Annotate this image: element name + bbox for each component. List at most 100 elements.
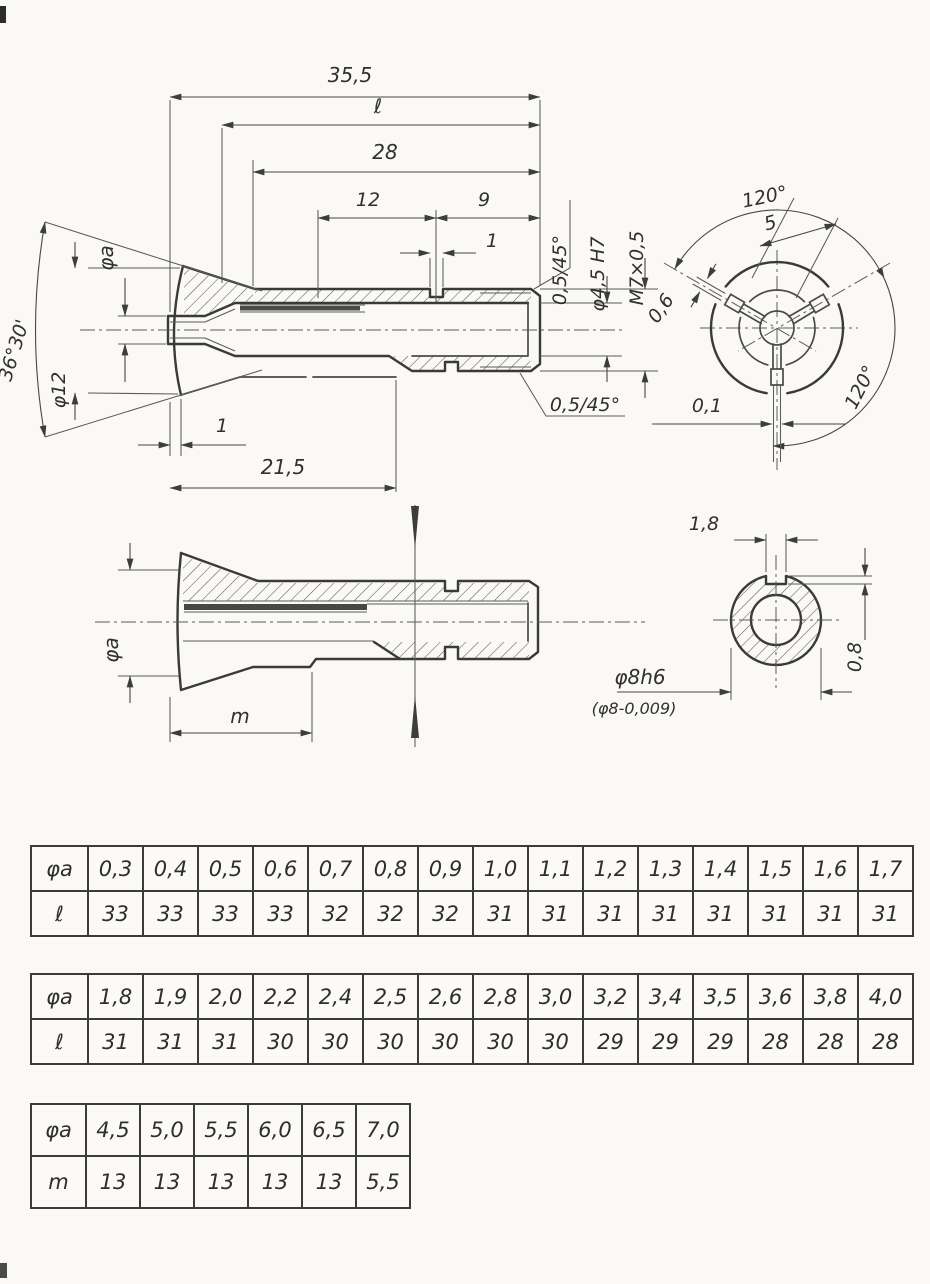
- table-cell: 28: [857, 1018, 914, 1065]
- dim-12: 12: [356, 189, 380, 211]
- table-row-header: φa: [30, 973, 89, 1020]
- label-cone-angle: 36°30': [0, 317, 34, 384]
- table-cell: 30: [472, 1018, 529, 1065]
- dim-slot-215: 21,5: [261, 455, 306, 479]
- table-cell: 3,2: [582, 973, 639, 1020]
- table-cell: 28: [802, 1018, 859, 1065]
- table-cell: 0,3: [87, 845, 144, 892]
- table-cell: 32: [417, 890, 474, 937]
- table-cell: 31: [87, 1018, 144, 1065]
- table-cell: 13: [301, 1155, 357, 1209]
- table-cell: 30: [307, 1018, 364, 1065]
- table-cell: 3,4: [637, 973, 694, 1020]
- dim-key-18: 1,8: [689, 513, 719, 535]
- table-row-header: φa: [30, 1103, 87, 1157]
- table-cell: 31: [197, 1018, 254, 1065]
- table-cell: 33: [197, 890, 254, 937]
- table-cell: 2,2: [252, 973, 309, 1020]
- dim-gap-01: 0,1: [692, 395, 722, 417]
- table-cell: 13: [193, 1155, 249, 1209]
- table-cell: 13: [139, 1155, 195, 1209]
- dim-notch-1: 1: [486, 230, 498, 252]
- table-cell: 31: [802, 890, 859, 937]
- table-row-header: m: [30, 1155, 87, 1209]
- table-cell: 2,6: [417, 973, 474, 1020]
- table-cell: 31: [472, 890, 529, 937]
- table-cell: 3,6: [747, 973, 804, 1020]
- table-cell: 30: [252, 1018, 309, 1065]
- label-phi-12: φ12: [48, 372, 70, 409]
- dim-depth-08: 0,8: [844, 642, 866, 672]
- dim-overall-length: 35,5: [328, 63, 373, 87]
- dim-angle-right: 120°: [840, 362, 880, 413]
- dim-9: 9: [478, 189, 490, 211]
- table-cell: 1,0: [472, 845, 529, 892]
- table-cell: 6,5: [301, 1103, 357, 1157]
- table-cell: 3,5: [692, 973, 749, 1020]
- table-cell: 31: [747, 890, 804, 937]
- label-chamfer-lower: 0,5/45°: [550, 394, 620, 416]
- table-cell: 30: [527, 1018, 584, 1065]
- table-cell: 31: [637, 890, 694, 937]
- collet-drawing: 35,5 ℓ 28 12 9 1 0,5/45° φ4,5 H7 M7×0,5 …: [0, 63, 896, 747]
- table-cell: 1,5: [747, 845, 804, 892]
- table-cell: 4,0: [857, 973, 914, 1020]
- table-cell: 1,4: [692, 845, 749, 892]
- dim-key-5: 5: [762, 211, 779, 235]
- label-thread: M7×0,5: [626, 231, 648, 306]
- table-cell: 3,0: [527, 973, 584, 1020]
- table-cell: 0,4: [142, 845, 199, 892]
- table-cell: 30: [417, 1018, 474, 1065]
- table-cell: 1,8: [87, 973, 144, 1020]
- dim-var-length: ℓ: [373, 94, 382, 118]
- table-cell: 2,8: [472, 973, 529, 1020]
- table-cell: 28: [747, 1018, 804, 1065]
- table-row-header: φa: [30, 845, 89, 892]
- dim-nose-1: 1: [216, 415, 228, 437]
- main-section-view: 35,5 ℓ 28 12 9 1 0,5/45° φ4,5 H7 M7×0,5 …: [0, 63, 658, 492]
- table-cell: 5,5: [193, 1103, 249, 1157]
- table-cell: 29: [582, 1018, 639, 1065]
- label-phi-a: φa: [94, 245, 118, 270]
- table-cell: 31: [527, 890, 584, 937]
- table-cell: 13: [247, 1155, 303, 1209]
- label-phi-a-lower: φa: [99, 637, 123, 662]
- table-cell: 30: [362, 1018, 419, 1065]
- label-bore: φ4,5 H7: [587, 236, 609, 311]
- table-cell: 33: [252, 890, 309, 937]
- table-cell: 1,3: [637, 845, 694, 892]
- table-cell: 31: [857, 890, 914, 937]
- front-face-view: 120° 5 0,6 0,1 120°: [643, 182, 896, 470]
- table-cell: 1,2: [582, 845, 639, 892]
- shank-section-view: 1,8 0,8 φ8h6 (φ8-0,009): [592, 513, 872, 718]
- label-shank-tol: (φ8-0,009): [592, 699, 677, 718]
- table-cell: 31: [692, 890, 749, 937]
- lower-side-view: φa m: [95, 505, 645, 747]
- table-cell: 5,5: [355, 1155, 411, 1209]
- table-cell: 31: [582, 890, 639, 937]
- table-cell: 4,5: [85, 1103, 141, 1157]
- table-cell: 33: [87, 890, 144, 937]
- table-cell: 0,7: [307, 845, 364, 892]
- table-cell: 32: [307, 890, 364, 937]
- table-cell: 1,1: [527, 845, 584, 892]
- scan-mark-top-left: [0, 6, 6, 23]
- table-cell: 0,9: [417, 845, 474, 892]
- table-cell: 31: [142, 1018, 199, 1065]
- table-cell: 3,8: [802, 973, 859, 1020]
- dim-slit-06: 0,6: [643, 290, 678, 327]
- table-cell: 33: [142, 890, 199, 937]
- table-cell: 32: [362, 890, 419, 937]
- dim-m: m: [230, 704, 249, 728]
- table-row-header: ℓ: [30, 890, 89, 937]
- table-cell: 0,8: [362, 845, 419, 892]
- table-cell: 1,7: [857, 845, 914, 892]
- table-cell: 29: [637, 1018, 694, 1065]
- dim-angle-top: 120°: [740, 182, 789, 213]
- table-cell: 2,5: [362, 973, 419, 1020]
- table-cell: 13: [85, 1155, 141, 1209]
